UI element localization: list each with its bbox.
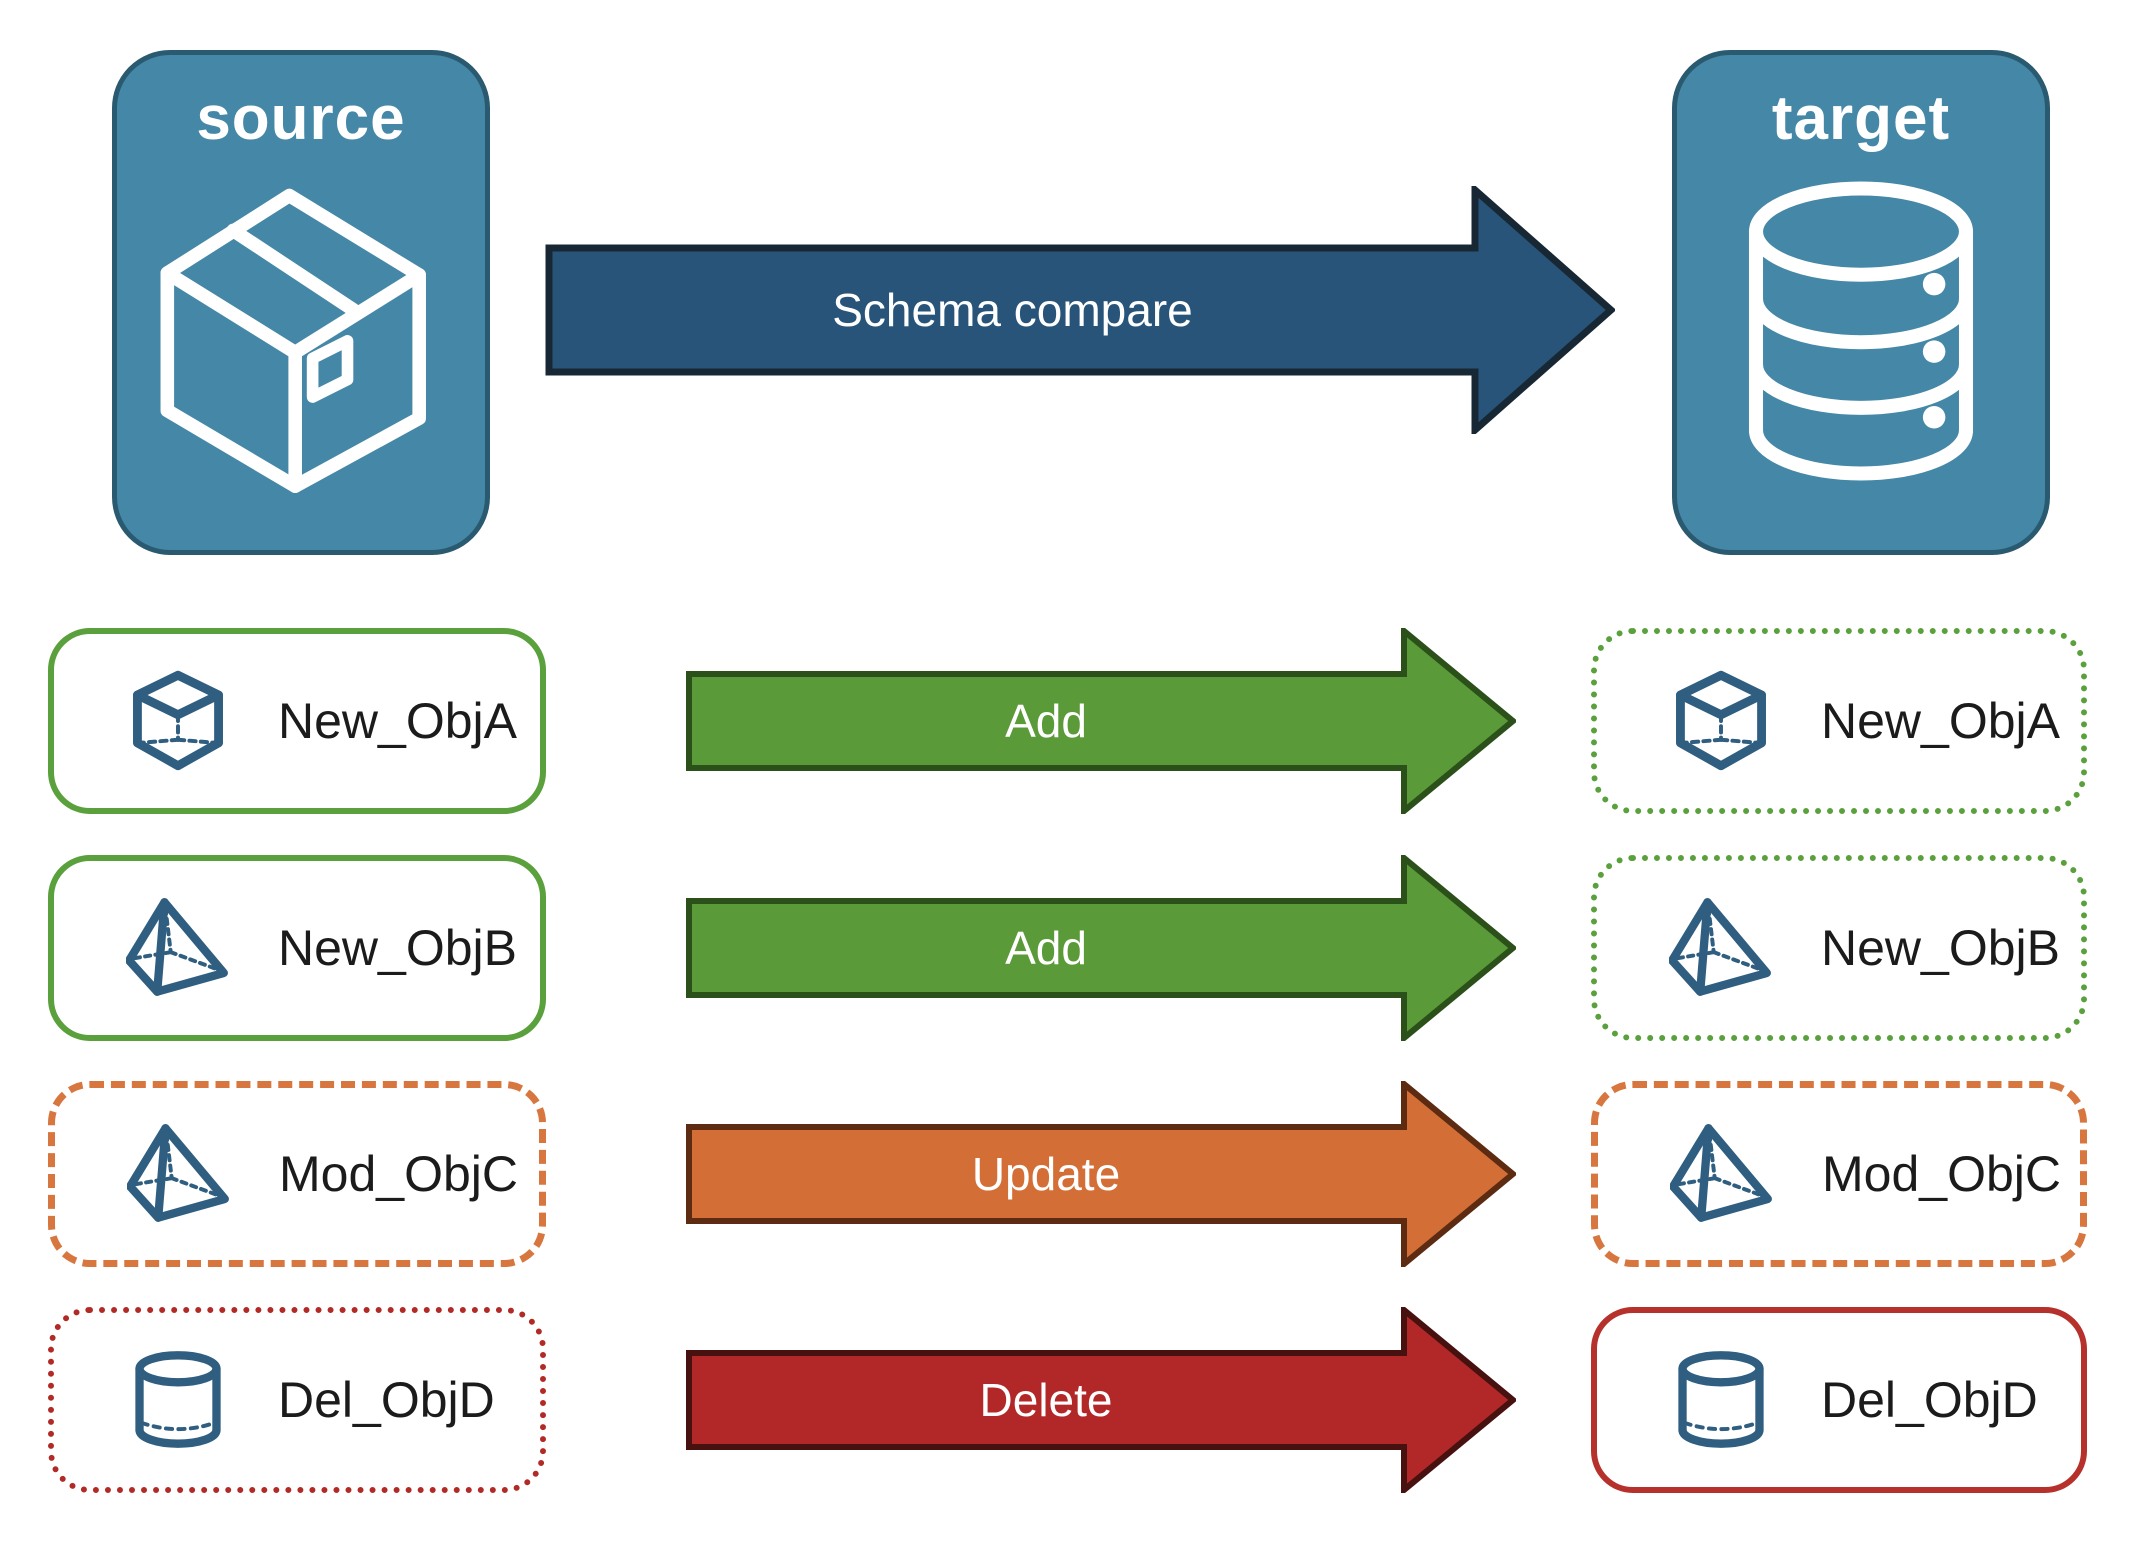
object-label: Del_ObjD: [278, 1372, 495, 1428]
target-node: target: [1672, 50, 2050, 555]
object-label: New_ObjB: [278, 920, 517, 976]
add-arrow-label: Add: [1005, 922, 1087, 974]
target-object-mod-objc: Mod_ObjC: [1591, 1081, 2087, 1267]
add-arrow: [686, 628, 1516, 814]
cube-icon: [1676, 670, 1766, 771]
pyramid-icon: [126, 898, 228, 996]
schema-compare-arrow-label: Schema compare: [832, 284, 1193, 336]
delete-arrow: [686, 1307, 1516, 1493]
source-node-label: source: [196, 84, 406, 153]
cube-icon: [133, 670, 223, 771]
schema-compare-arrow: [545, 186, 1615, 434]
source-object-new-obja: New_ObjA: [48, 628, 546, 814]
delete-arrow-label: Delete: [979, 1374, 1113, 1426]
package-box-icon: [160, 188, 426, 494]
target-object-del-objd: Del_ObjD: [1591, 1307, 2087, 1493]
object-label: Del_ObjD: [1821, 1372, 2038, 1428]
pyramid-icon: [1670, 1124, 1772, 1222]
pyramid-icon: [127, 1124, 229, 1222]
object-label: Mod_ObjC: [279, 1146, 518, 1202]
cylinder-icon: [1678, 1351, 1764, 1448]
target-node-label: target: [1771, 84, 1951, 153]
update-arrow: [686, 1081, 1516, 1267]
add-arrow-label: Add: [1005, 695, 1087, 747]
database-icon: [1748, 181, 1974, 481]
target-object-new-obja: New_ObjA: [1591, 628, 2087, 814]
update-arrow-label: Update: [971, 1148, 1121, 1200]
object-label: New_ObjA: [1821, 693, 2060, 749]
object-label: New_ObjB: [1821, 920, 2060, 976]
source-object-del-objd: Del_ObjD: [48, 1307, 546, 1493]
source-node: source: [112, 50, 490, 555]
source-object-new-objb: New_ObjB: [48, 855, 546, 1041]
target-object-new-objb: New_ObjB: [1591, 855, 2087, 1041]
source-object-mod-objc: Mod_ObjC: [48, 1081, 546, 1267]
pyramid-icon: [1669, 898, 1771, 996]
object-label: New_ObjA: [278, 693, 517, 749]
object-label: Mod_ObjC: [1822, 1146, 2061, 1202]
add-arrow: [686, 855, 1516, 1041]
cylinder-icon: [135, 1351, 221, 1448]
